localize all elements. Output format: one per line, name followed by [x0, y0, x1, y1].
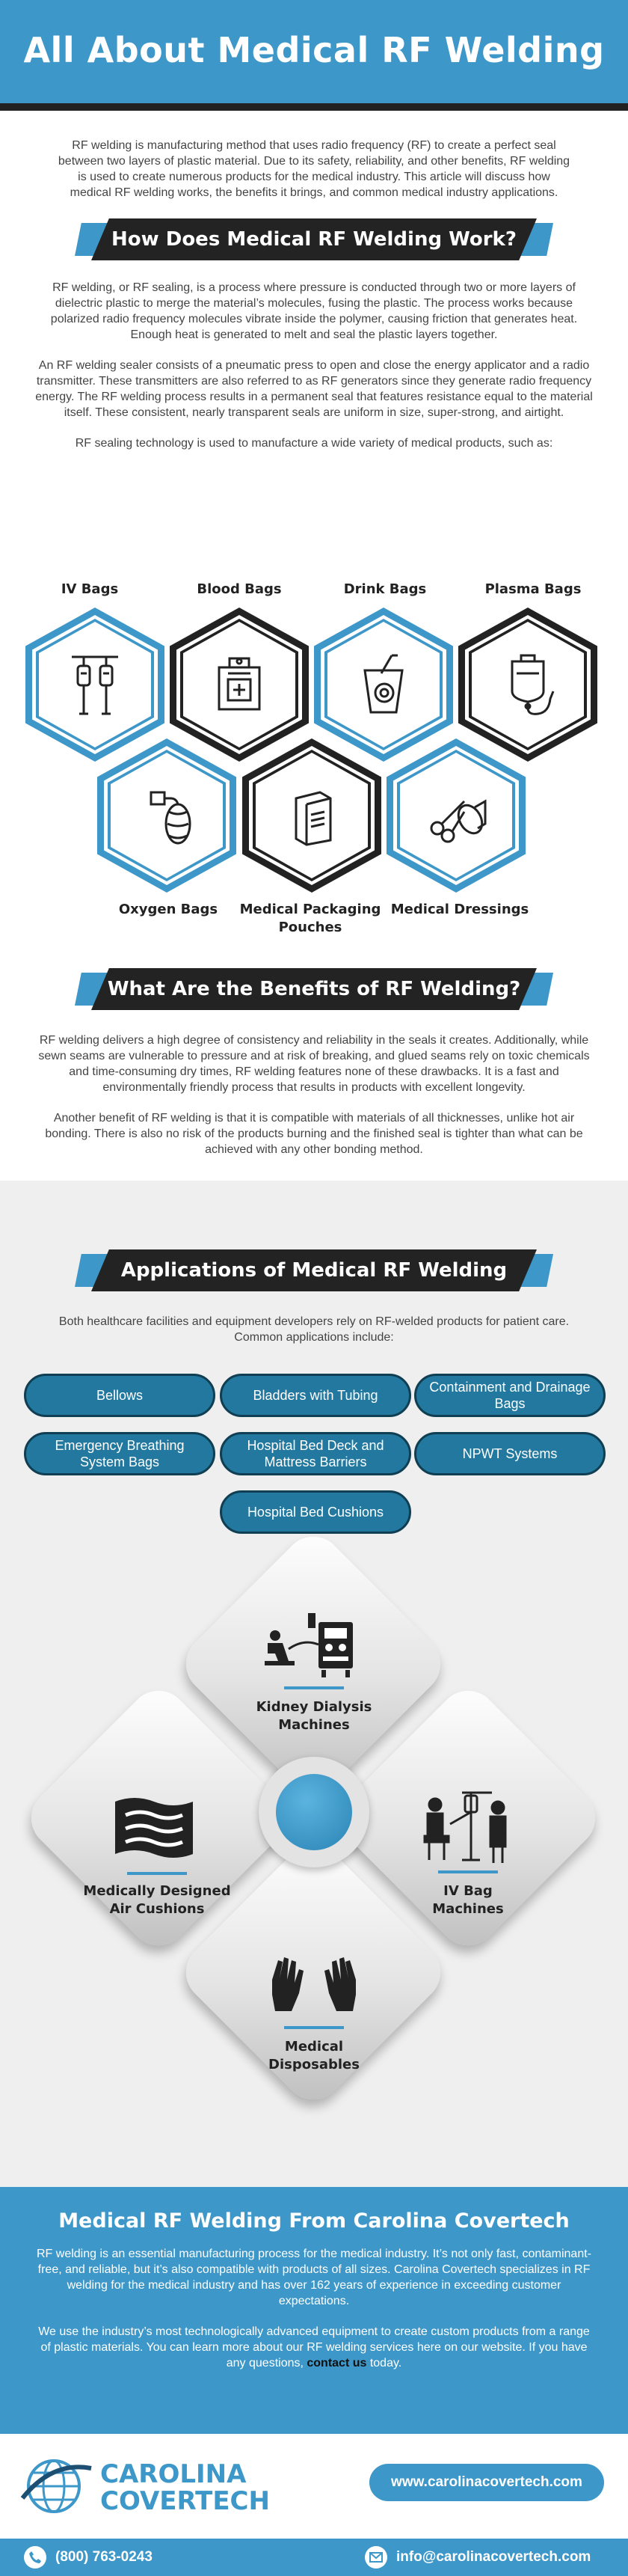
- dialysis-machine-icon: [265, 1613, 353, 1677]
- product-label-packaging: Medical Packaging Pouches: [239, 902, 381, 935]
- globe-logo-icon: [21, 2459, 92, 2513]
- gloves-icon: [272, 1957, 356, 2011]
- header: All About Medical RF Welding: [0, 0, 628, 111]
- product-label-blood-bags: Blood Bags: [197, 581, 282, 597]
- diamond-label-iv-machines: IV Bag Machines: [432, 1883, 504, 1917]
- plasma-bag-icon: [511, 654, 555, 715]
- product-label-iv-bags: IV Bags: [61, 581, 119, 597]
- carolina-section: Medical RF Welding From Carolina Coverte…: [0, 2187, 628, 2434]
- product-label-oxygen-bags: Oxygen Bags: [118, 902, 218, 917]
- page-title: All About Medical RF Welding: [23, 30, 605, 70]
- blood-bag-icon: [218, 657, 261, 711]
- logo-strip: CAROLINA COVERTECH www.carolinacovertech…: [0, 2434, 628, 2539]
- app-pill-bladders: Bladders with Tubing: [220, 1374, 411, 1417]
- iv-bags-hex: [25, 608, 164, 762]
- how-paragraph-2: An RF welding sealer consists of a pneum…: [35, 359, 593, 419]
- drink-bag-icon: [363, 654, 404, 714]
- contact-us-link[interactable]: contact us: [307, 2357, 367, 2370]
- oxygen-bags-hex: [97, 738, 236, 893]
- packaging-pouches-hex: [242, 738, 381, 893]
- product-label-dressings: Medical Dressings: [390, 902, 529, 917]
- carolina-title: Medical RF Welding From Carolina Coverte…: [58, 2209, 570, 2233]
- blood-bags-hex: [170, 608, 309, 762]
- iv-bag-machine-icon: [423, 1791, 507, 1863]
- app-pill-containment: Containment and Drainage Bags: [414, 1374, 606, 1417]
- phone-icon: [24, 2546, 46, 2569]
- company-logo-text: CAROLINA COVERTECH: [100, 2459, 270, 2516]
- benefits-title: What Are the Benefits of RF Welding?: [107, 978, 521, 1000]
- dressing-icon: [430, 799, 487, 843]
- app-pill-breathing: Emergency Breathing System Bags: [24, 1432, 215, 1475]
- plasma-bags-hex: [458, 608, 597, 762]
- drink-bags-hex: [314, 608, 453, 762]
- applications-title: Applications of Medical RF Welding: [120, 1259, 508, 1282]
- carolina-paragraph-1: RF welding is an essential manufacturing…: [37, 2248, 591, 2307]
- applications-intro: Both healthcare facilities and equipment…: [58, 1315, 570, 1344]
- header-band: [0, 103, 628, 111]
- diamond-label-disposables: Medical Disposables: [268, 2039, 360, 2072]
- product-label-drink-bags: Drink Bags: [343, 581, 427, 597]
- applications-banner: Applications of Medical RF Welding: [75, 1249, 553, 1291]
- contact-bar: (800) 763-0243 info@carolinacovertech.co…: [0, 2539, 628, 2576]
- phone-number[interactable]: (800) 763-0243: [55, 2549, 153, 2565]
- medical-dressings-hex: [387, 738, 526, 893]
- benefits-banner: What Are the Benefits of RF Welding?: [75, 968, 553, 1010]
- diamond-label-air-cushions: Medically Designed Air Cushions: [83, 1883, 231, 1917]
- center-circle: [276, 1774, 352, 1850]
- how-title: How Does Medical RF Welding Work?: [111, 228, 517, 251]
- app-pill-npwt: NPWT Systems: [414, 1432, 606, 1475]
- packaging-pouch-icon: [295, 791, 332, 846]
- benefits-paragraph-1: RF welding delivers a high degree of con…: [38, 1034, 590, 1094]
- app-pill-bed-cushions: Hospital Bed Cushions: [220, 1490, 411, 1534]
- app-pill-bed-deck: Hospital Bed Deck and Mattress Barriers: [220, 1432, 411, 1475]
- diamond-label-dialysis: Kidney Dialysis Machines: [256, 1699, 372, 1733]
- app-pill-bellows: Bellows: [24, 1374, 215, 1417]
- intro-text: RF welding is manufacturing method that …: [58, 139, 570, 199]
- air-cushion-icon: [115, 1798, 193, 1858]
- email-address[interactable]: info@carolinacovertech.com: [396, 2549, 591, 2565]
- applications-section: Applications of Medical RF Welding Both …: [0, 1181, 628, 2187]
- email-icon: [365, 2546, 387, 2569]
- how-paragraph-1: RF welding, or RF sealing, is a process …: [50, 281, 578, 341]
- benefits-section: What Are the Benefits of RF Welding? RF …: [0, 968, 628, 1157]
- benefits-paragraph-2: Another benefit of RF welding is that it…: [45, 1112, 583, 1156]
- product-label-plasma-bags: Plasma Bags: [484, 581, 582, 597]
- carolina-paragraph-2: We use the industry’s most technological…: [38, 2325, 590, 2370]
- how-banner: How Does Medical RF Welding Work?: [75, 218, 553, 260]
- website-button[interactable]: www.carolinacovertech.com: [369, 2464, 604, 2501]
- how-paragraph-3: RF sealing technology is used to manufac…: [75, 437, 553, 450]
- oxygen-bag-icon: [150, 791, 191, 845]
- iv-bags-icon: [72, 655, 118, 715]
